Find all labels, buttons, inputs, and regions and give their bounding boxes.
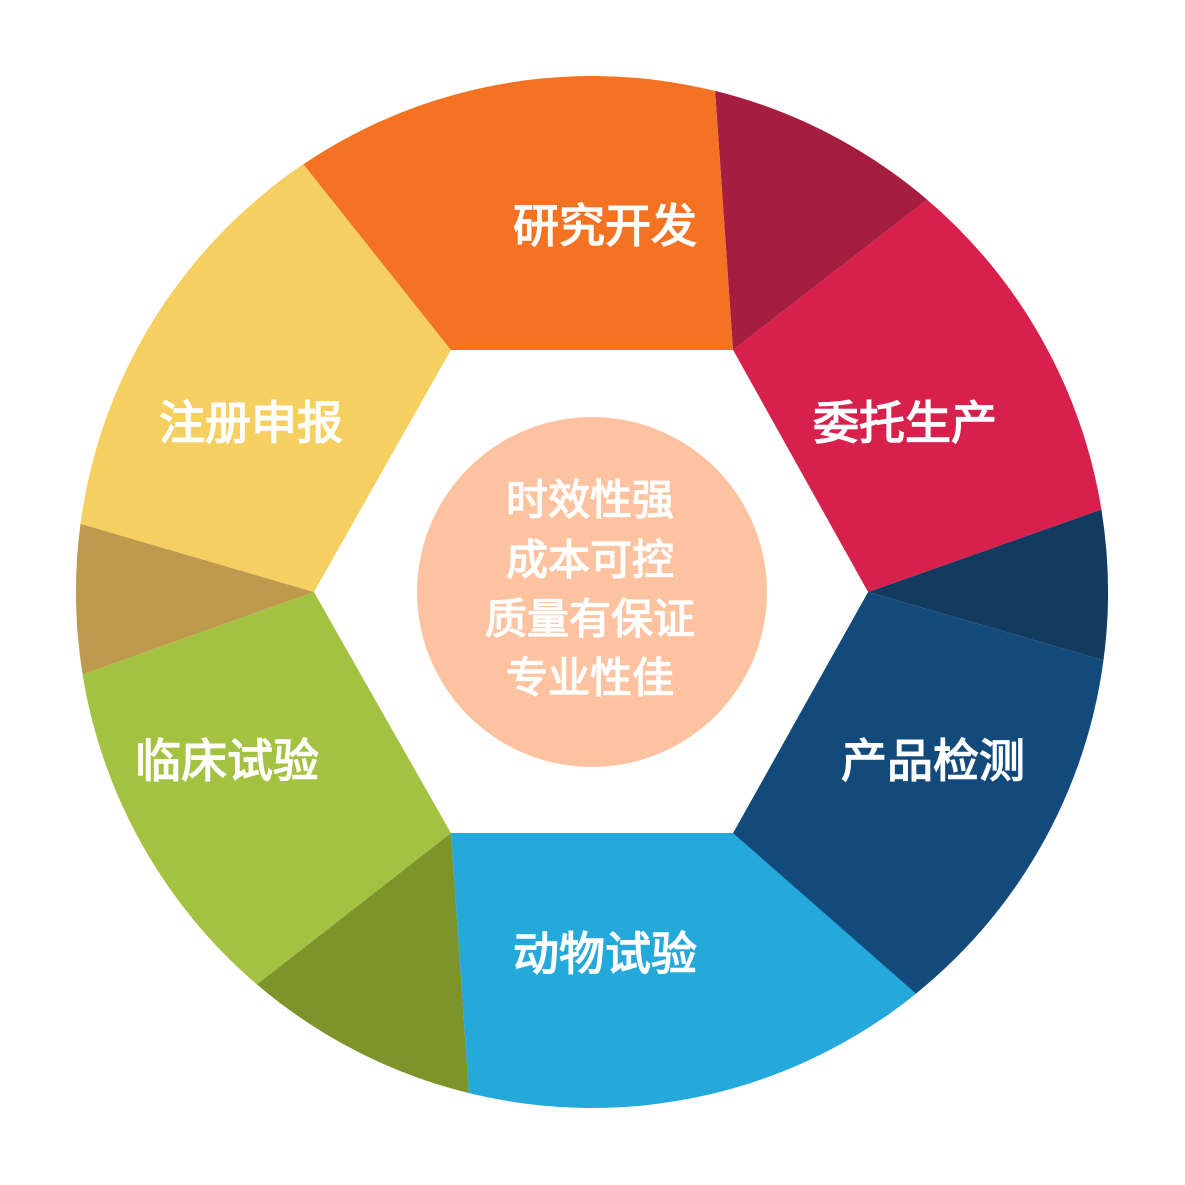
segment-label-product-testing: 产品检测 (841, 734, 1025, 788)
segment-label-research: 研究开发 (513, 199, 697, 253)
center-line-quality: 质量有保证 (485, 595, 695, 644)
segment-wedge-contract-manufacturing (868, 509, 1109, 661)
segment-wedge-clinical-trial (75, 523, 314, 675)
segment-contract-manufacturing (733, 199, 1102, 592)
center-line-professional: 专业性佳 (506, 654, 674, 703)
segment-wedge-animal-testing (256, 833, 469, 1094)
segment-product-testing (733, 592, 1104, 1020)
segment-registration (80, 164, 451, 592)
center-circle (417, 417, 767, 767)
segment-label-contract-manufacturing: 委托生产 (813, 396, 997, 450)
segment-clinical-trial (82, 592, 451, 985)
center-line-cost: 成本可控 (506, 536, 674, 585)
segment-label-clinical-trial: 临床试验 (135, 734, 319, 788)
wheel-segments (75, 76, 1109, 1108)
center-line-timeliness: 时效性强 (506, 476, 674, 525)
segment-label-registration: 注册申报 (159, 396, 343, 450)
segment-label-animal-testing: 动物试验 (513, 927, 697, 981)
segment-wedge-research (715, 90, 928, 351)
segment-animal-testing (451, 833, 916, 1108)
